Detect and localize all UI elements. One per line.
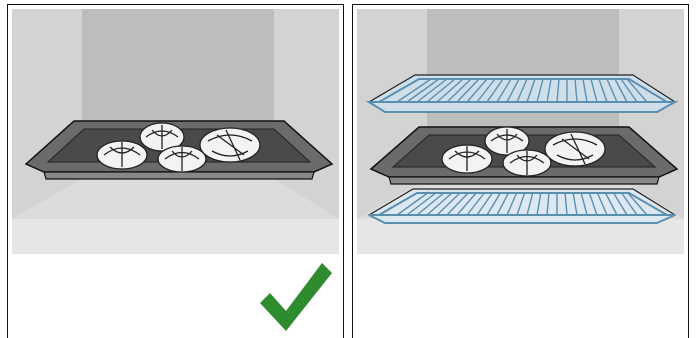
wire-rack-icon [365,74,679,113]
oven-interior-tray-with-racks [357,9,684,254]
oven-panel-correct [7,4,344,338]
checkmark-icon [260,263,332,331]
bread-roll-icon [96,122,261,173]
oven-interior-single-tray [12,9,339,254]
wire-rack-icon [367,188,677,224]
oven-floor-shade [12,179,339,219]
oven-panel-incorrect [352,4,689,338]
bread-roll-icon [441,126,606,177]
